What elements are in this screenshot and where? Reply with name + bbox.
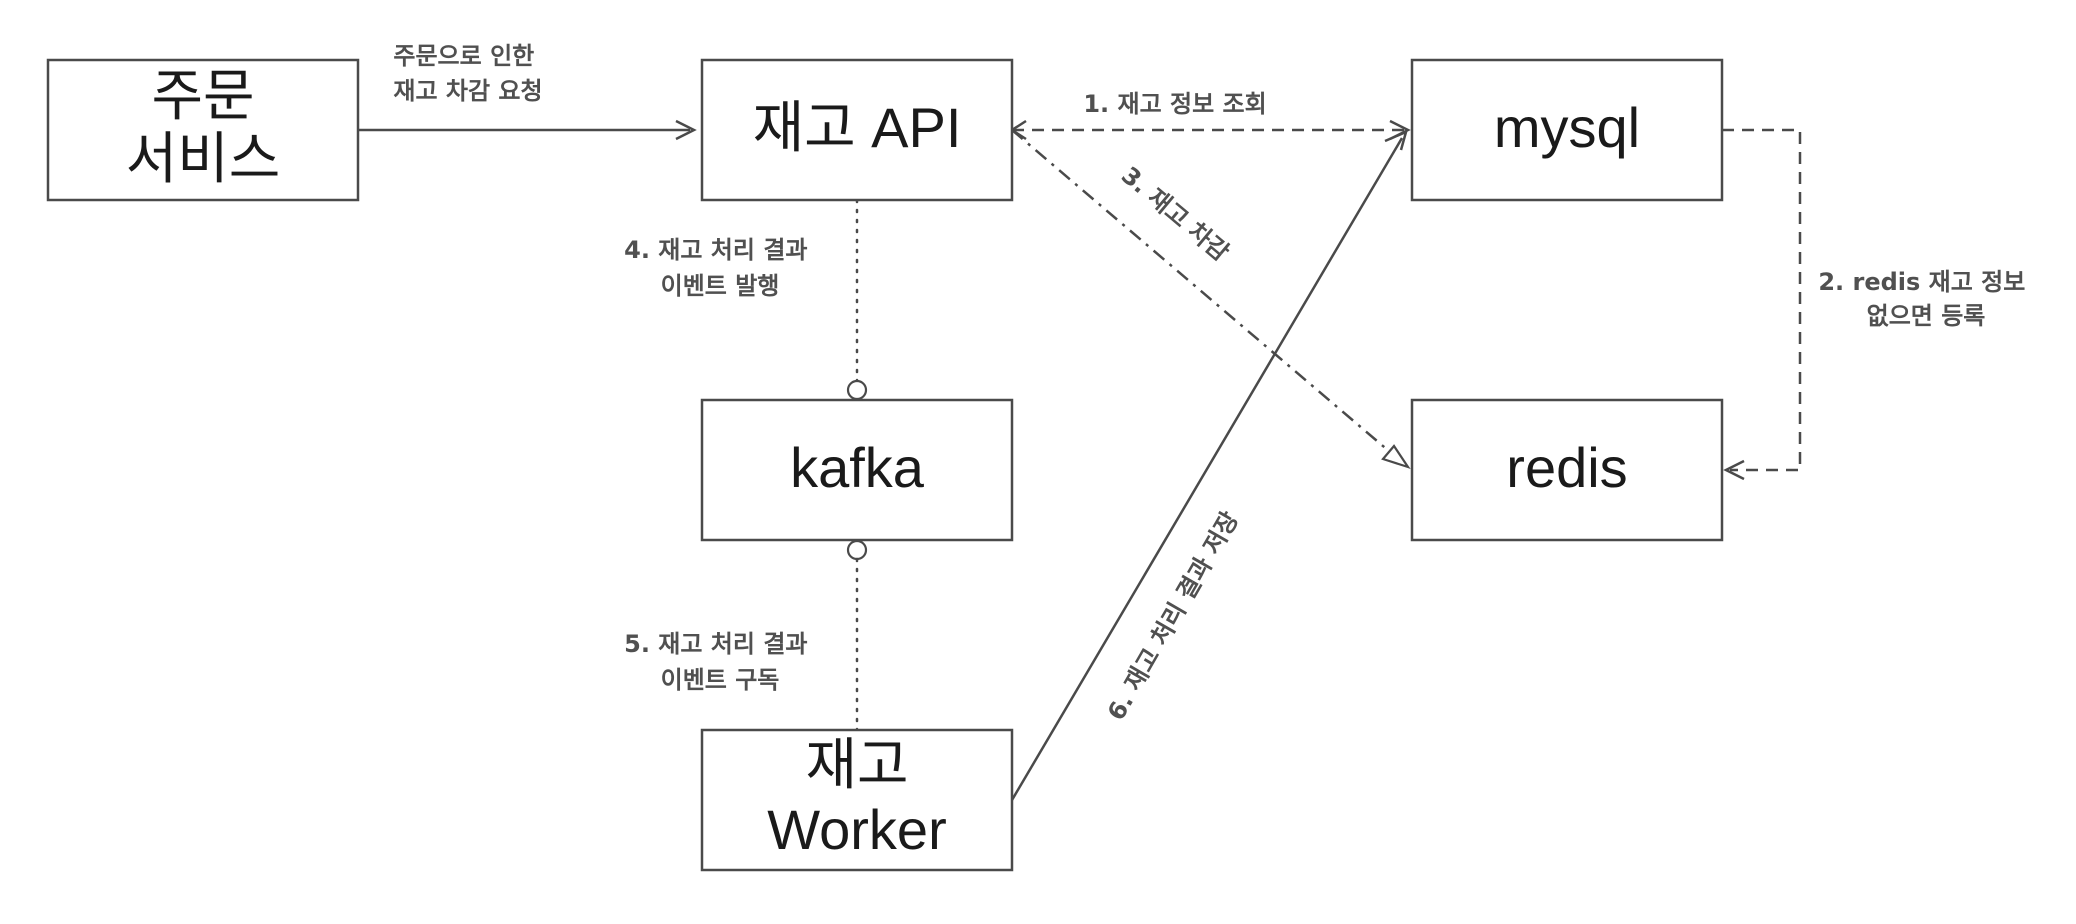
edge-api-to-redis (1011, 129, 1411, 470)
node-order-service-line-1: 주문 (151, 64, 254, 127)
label-worker-to-mysql-line-1: 6. 재고 처리 결과 저장 (1102, 507, 1244, 725)
label-order-to-api-line-1: 주문으로 인한 (393, 42, 534, 70)
label-mysql-to-redis-line-1: 2. redis 재고 정보 (1818, 268, 2025, 296)
edge-api-to-mysql (1009, 119, 1411, 141)
node-redis: redis (1410, 398, 1724, 542)
label-api-to-mysql: 1. 재고 정보 조회 (1083, 90, 1266, 118)
node-order-service: 주문 서비스 (46, 58, 360, 202)
node-kafka-label: kafka (790, 436, 925, 499)
label-api-to-redis-line-1: 3. 재고 차감 (1116, 161, 1234, 267)
node-stock-api: 재고 API (700, 58, 1014, 202)
label-kafka-to-worker: 5. 재고 처리 결과 이벤트 구독 (624, 630, 816, 694)
node-stock-worker-line-1: 재고 (805, 733, 908, 796)
label-api-to-redis: 3. 재고 차감 (1116, 161, 1234, 267)
node-stock-worker: 재고 Worker (700, 728, 1014, 872)
node-order-service-line-2: 서비스 (126, 127, 281, 190)
edge-mysql-to-redis (1722, 128, 1802, 481)
label-kafka-to-worker-line-1: 5. 재고 처리 결과 (624, 630, 807, 658)
label-worker-to-mysql: 6. 재고 처리 결과 저장 (1102, 507, 1244, 725)
label-order-to-api-line-2: 재고 차감 요청 (393, 77, 542, 105)
label-api-to-kafka: 4. 재고 처리 결과 이벤트 발행 (624, 236, 816, 300)
label-api-to-kafka-line-2: 이벤트 발행 (661, 272, 780, 300)
node-stock-worker-line-2: Worker (767, 798, 946, 861)
edge-order-to-api (358, 119, 697, 141)
edge-api-to-kafka (846, 198, 868, 401)
label-order-to-api: 주문으로 인한 재고 차감 요청 (393, 42, 542, 105)
label-api-to-mysql-line-1: 1. 재고 정보 조회 (1083, 90, 1266, 118)
node-redis-label: redis (1506, 436, 1627, 499)
edge-kafka-to-worker (846, 539, 868, 732)
edge-worker-to-mysql (1010, 129, 1408, 801)
node-stock-api-label: 재고 API (753, 96, 962, 159)
label-mysql-to-redis: 2. redis 재고 정보 없으면 등록 (1818, 268, 2033, 330)
label-mysql-to-redis-line-2: 없으면 등록 (1867, 302, 1986, 330)
node-mysql-label: mysql (1494, 96, 1640, 159)
label-kafka-to-worker-line-2: 이벤트 구독 (661, 666, 780, 694)
node-mysql: mysql (1410, 58, 1724, 202)
node-kafka: kafka (700, 398, 1014, 542)
label-api-to-kafka-line-1: 4. 재고 처리 결과 (624, 236, 807, 264)
